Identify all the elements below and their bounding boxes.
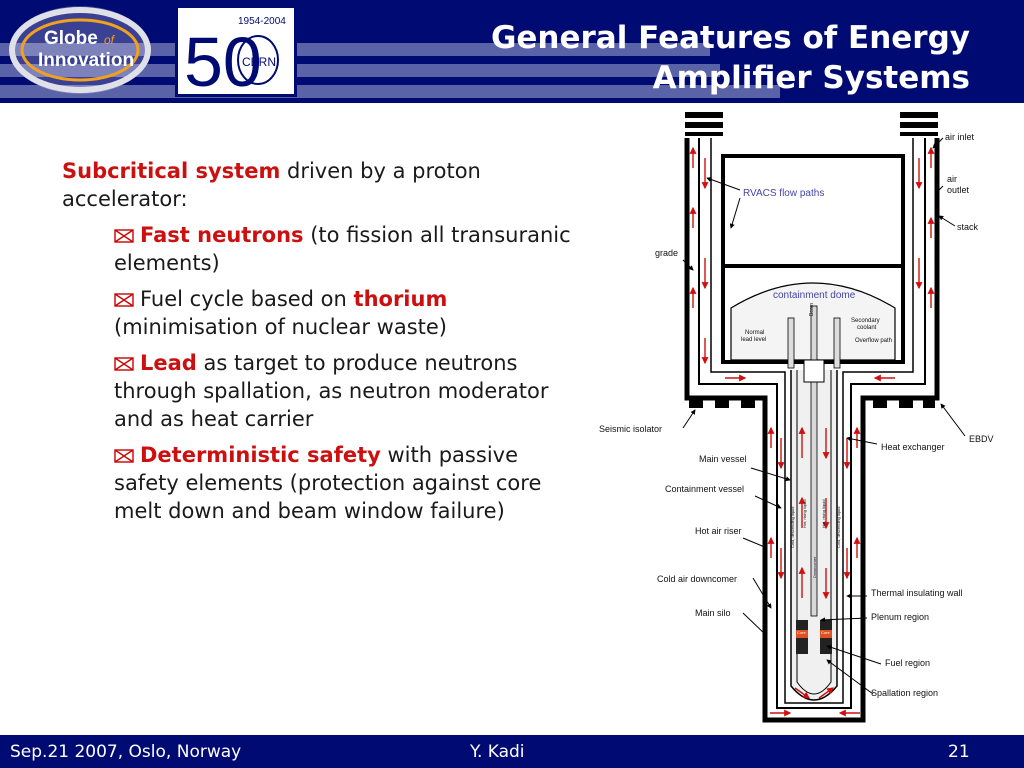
cern-50-logo: 1954-2004 50 CERN xyxy=(175,5,297,101)
envelope-icon xyxy=(114,293,134,307)
label-grade: grade xyxy=(655,248,678,258)
bullet-thorium: Fuel cycle based on thorium (minimisatio… xyxy=(114,287,448,339)
left-stack-cap xyxy=(685,112,723,136)
flow-arrows xyxy=(689,146,935,717)
slide-body: Subcritical system driven by a proton ac… xyxy=(62,157,582,533)
label-heat-exchanger: Heat exchanger xyxy=(881,442,945,452)
label-thermal-insulating-wall: Thermal insulating wall xyxy=(871,588,963,598)
label-hot-rising-left: Hot, rising liquid xyxy=(802,500,807,528)
label-cold-descending-right: Cold, descending liquid xyxy=(836,507,841,548)
air-duct-wall xyxy=(698,138,926,709)
label-core-left: Core xyxy=(797,630,806,635)
svg-text:CERN: CERN xyxy=(242,55,276,69)
label-overflow-path: Overflow path xyxy=(855,338,892,344)
label-containment-vessel: Containment vessel xyxy=(665,484,744,494)
envelope-icon xyxy=(114,449,134,463)
logo-innovation-text: Innovation xyxy=(38,50,134,71)
label-plenum-region: Plenum region xyxy=(871,612,929,622)
label-spallation-region: Spallation region xyxy=(871,688,938,698)
footer-date-place: Sep.21 2007, Oslo, Norway xyxy=(10,742,242,762)
heat-exchanger-right xyxy=(833,317,841,369)
svg-text:50: 50 xyxy=(184,23,262,94)
footer-author: Y. Kadi xyxy=(470,742,525,762)
heat-exchanger-left xyxy=(787,317,795,369)
svg-text:1954-2004: 1954-2004 xyxy=(238,16,286,27)
label-stack: stack xyxy=(957,222,979,232)
label-seismic-isolator: Seismic isolator xyxy=(599,424,662,434)
bullet-deterministic-safety: Deterministic safety with passive safety… xyxy=(114,443,542,523)
label-containment-dome: containment dome xyxy=(773,290,856,301)
right-stack-cap xyxy=(900,112,938,136)
label-cold-air-downcomer: Cold air downcomer xyxy=(657,574,737,584)
label-rvacs: RVACS flow paths xyxy=(743,188,824,199)
label-fuel-region: Fuel region xyxy=(885,658,930,668)
label-air-inlet: air inlet xyxy=(945,132,975,142)
label-hot-rising-right: Hot, rising liquid xyxy=(821,500,826,528)
label-core-right: Core xyxy=(821,630,830,635)
slide-header: Globe of Innovation 1954-2004 50 CERN Ge… xyxy=(0,0,1024,103)
label-main-silo: Main silo xyxy=(695,608,731,618)
label-downcomer: Downcomer xyxy=(812,556,817,578)
bullet-fast-neutrons: Fast neutrons (to fission all transurani… xyxy=(114,223,571,275)
inner-duct-wall xyxy=(710,138,914,704)
label-beam: Beam xyxy=(809,303,815,316)
leader-lines xyxy=(682,137,966,695)
label-hot-air-riser: Hot air riser xyxy=(695,526,742,536)
label-cold-descending-left: Cold, descending liquid xyxy=(790,507,795,548)
intro-paragraph: Subcritical system driven by a proton ac… xyxy=(62,159,481,211)
slide-footer: Sep.21 2007, Oslo, Norway Y. Kadi 21 xyxy=(0,735,1024,768)
label-ebdv: EBDV xyxy=(969,434,994,444)
globe-of-innovation-logo: Globe of Innovation xyxy=(9,6,151,94)
label-main-vessel: Main vessel xyxy=(699,454,747,464)
footer-page-number: 21 xyxy=(948,742,970,762)
envelope-icon xyxy=(114,357,134,371)
bullet-lead: Lead as target to produce neutrons throu… xyxy=(114,351,549,431)
slide-title: General Features of Energy Amplifier Sys… xyxy=(490,20,970,96)
seismic-isolators xyxy=(689,400,935,408)
silo-outer-wall xyxy=(684,138,940,723)
svg-text:of: of xyxy=(104,33,116,47)
beam-pipe xyxy=(810,305,818,617)
logo-globe-text: Globe xyxy=(44,28,98,49)
envelope-icon xyxy=(114,229,134,243)
